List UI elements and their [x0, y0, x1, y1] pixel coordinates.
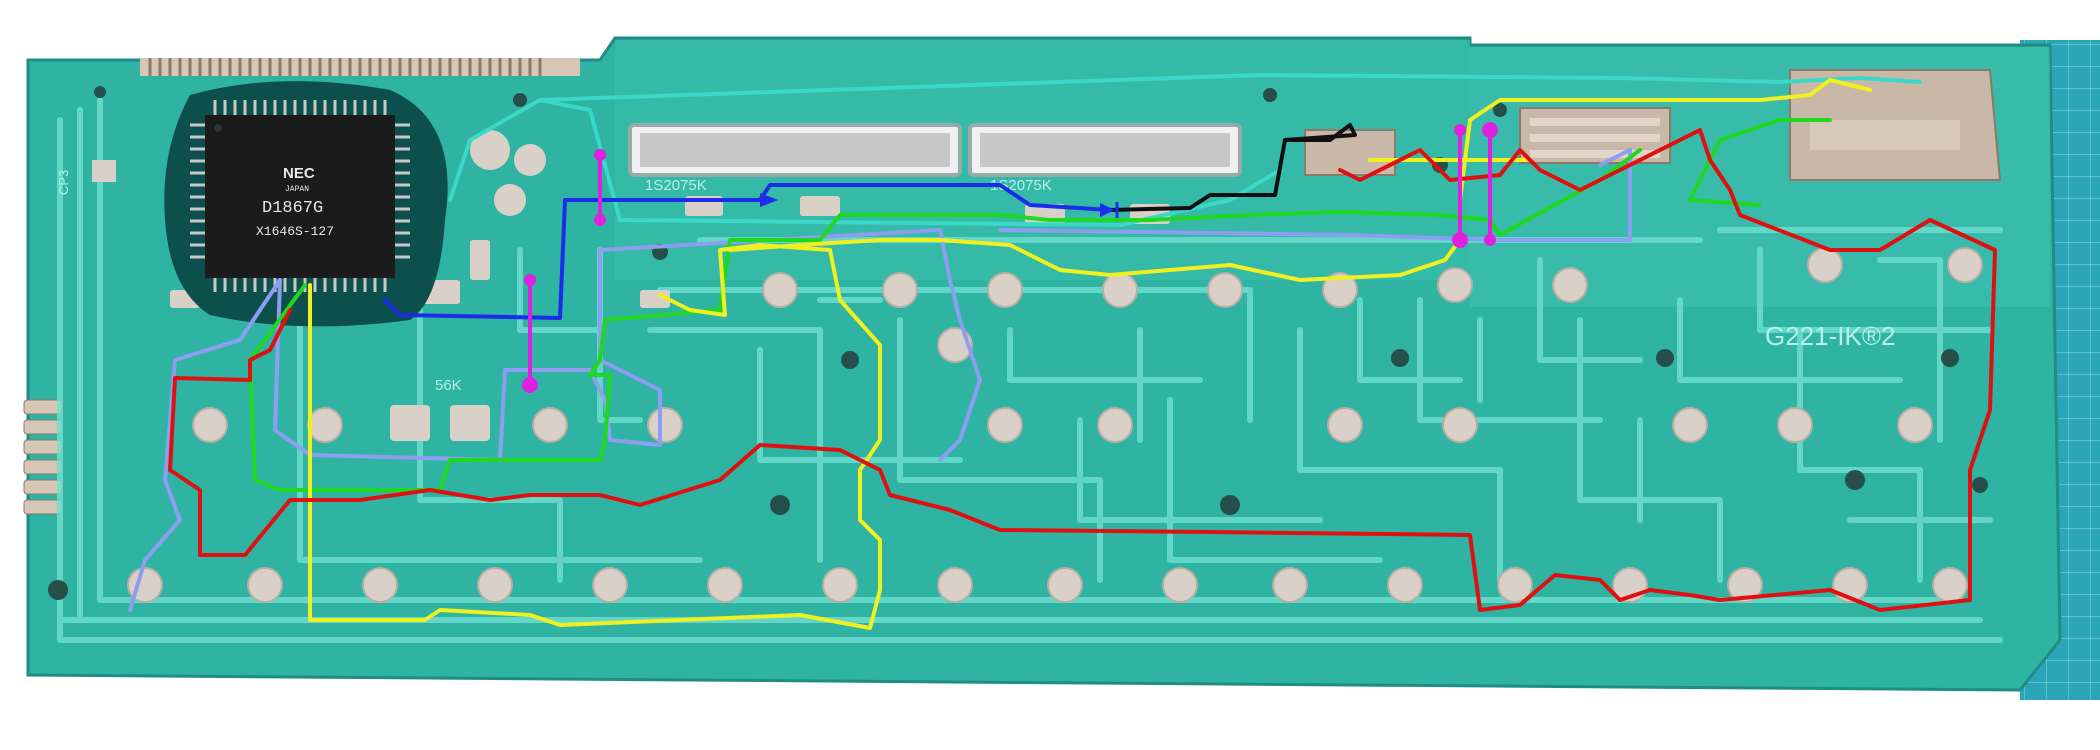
edge-connector-left [23, 399, 63, 515]
pcb-board [26, 36, 2062, 692]
chip-origin: JAPAN [285, 185, 309, 194]
resistor-label-1: 1S2075K [645, 177, 707, 194]
chip-code: X1646S-127 [256, 224, 334, 239]
marker-dots [522, 122, 1498, 393]
chip-part: D1867G [262, 199, 323, 218]
red-wire [168, 128, 1997, 612]
board-id-label: G221-IK®2 [1765, 321, 1895, 351]
mounting-holes [48, 86, 1988, 600]
diode-markers [760, 193, 1119, 218]
chip-brand: NEC [283, 165, 315, 182]
magenta-wire [528, 128, 1492, 387]
switch-windows [628, 123, 1242, 177]
nec-chip: NEC JAPAN D1867G X1646S-127 [164, 81, 448, 327]
resistor-label-3: 56K [435, 377, 462, 394]
corner-marking: CP3 [56, 170, 71, 195]
edge-connector-top [140, 58, 580, 76]
black-wire [1108, 123, 1357, 212]
